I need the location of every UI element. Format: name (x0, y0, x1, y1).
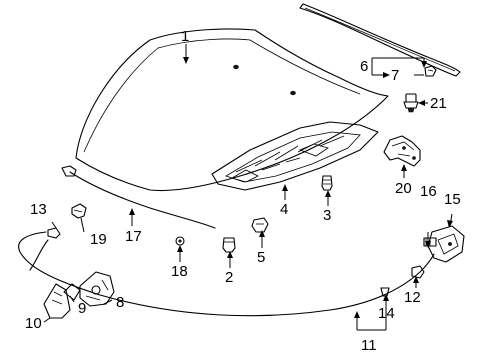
hood-release-cable (18, 231, 435, 317)
hood-bumper-stop (403, 93, 419, 113)
callout-20: 20 (395, 180, 412, 197)
callout-8: 8 (116, 294, 124, 311)
cable-grommet (411, 265, 425, 279)
callout-14: 14 (378, 305, 395, 322)
hood-hinge (383, 135, 421, 167)
callout-2: 2 (225, 269, 233, 286)
hood-panel (75, 28, 389, 192)
cable-clip (380, 287, 390, 297)
clip-5 (251, 217, 269, 233)
seal-clip (424, 65, 437, 77)
callout-16: 16 (420, 183, 437, 200)
prop-rod-grommet (175, 236, 185, 246)
callout-3: 3 (323, 207, 331, 224)
hood-inner-panel (211, 121, 379, 191)
prop-rod-holder (71, 203, 87, 219)
hood-bumper (321, 175, 333, 191)
callout-9: 9 (78, 300, 86, 317)
latch-support (43, 283, 71, 319)
callout-labels: 1 2 3 4 5 6 7 8 9 10 11 12 13 14 15 16 1… (25, 28, 461, 354)
callout-1: 1 (181, 28, 189, 45)
callout-17: 17 (125, 228, 142, 245)
callout-13: 13 (30, 201, 47, 218)
hood-weatherstrip (299, 3, 461, 77)
callout-11: 11 (361, 337, 377, 354)
callout-4: 4 (280, 201, 288, 218)
hood-adjust-bumper (222, 237, 236, 253)
arrowheads (129, 57, 453, 318)
callout-18: 18 (171, 263, 188, 280)
hood-prop-rod (61, 165, 216, 229)
callout-21: 21 (430, 95, 447, 112)
release-handle (427, 225, 465, 263)
hood-latch (79, 271, 115, 307)
callout-19: 19 (90, 231, 107, 248)
callout-12: 12 (404, 289, 421, 306)
prop-rod-clip (47, 227, 61, 239)
callout-5: 5 (257, 249, 265, 266)
callout-15: 15 (444, 191, 461, 208)
callout-10: 10 (25, 315, 42, 332)
callout-7: 7 (391, 67, 399, 84)
callout-6: 6 (360, 58, 368, 75)
